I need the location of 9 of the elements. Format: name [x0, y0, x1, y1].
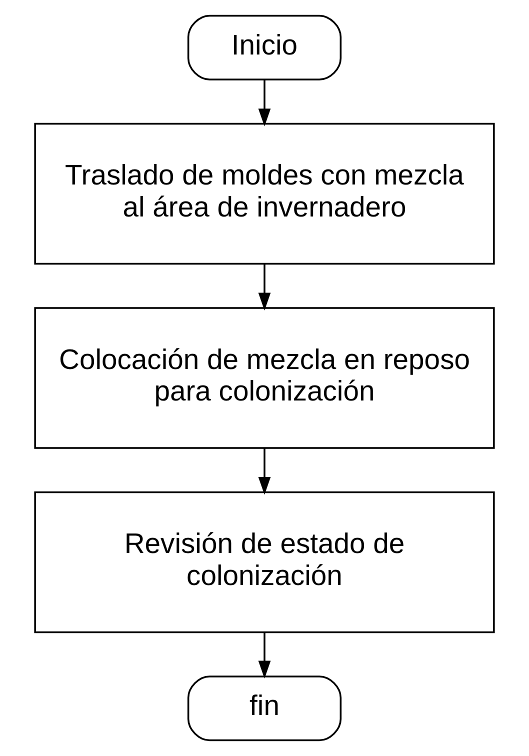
arrow	[258, 632, 271, 679]
node-box: Colocación de mezcla en reposo para colonización	[34, 307, 495, 449]
node-box: Revisión de estado de colonización	[34, 491, 495, 634]
node-box: Inicio	[187, 14, 342, 80]
arrow	[258, 80, 271, 126]
arrow	[258, 264, 271, 310]
arrow	[258, 448, 271, 495]
node-box: fin	[187, 676, 342, 742]
node-box: Traslado de moldes con mezcla al área de invernadero	[34, 122, 495, 265]
